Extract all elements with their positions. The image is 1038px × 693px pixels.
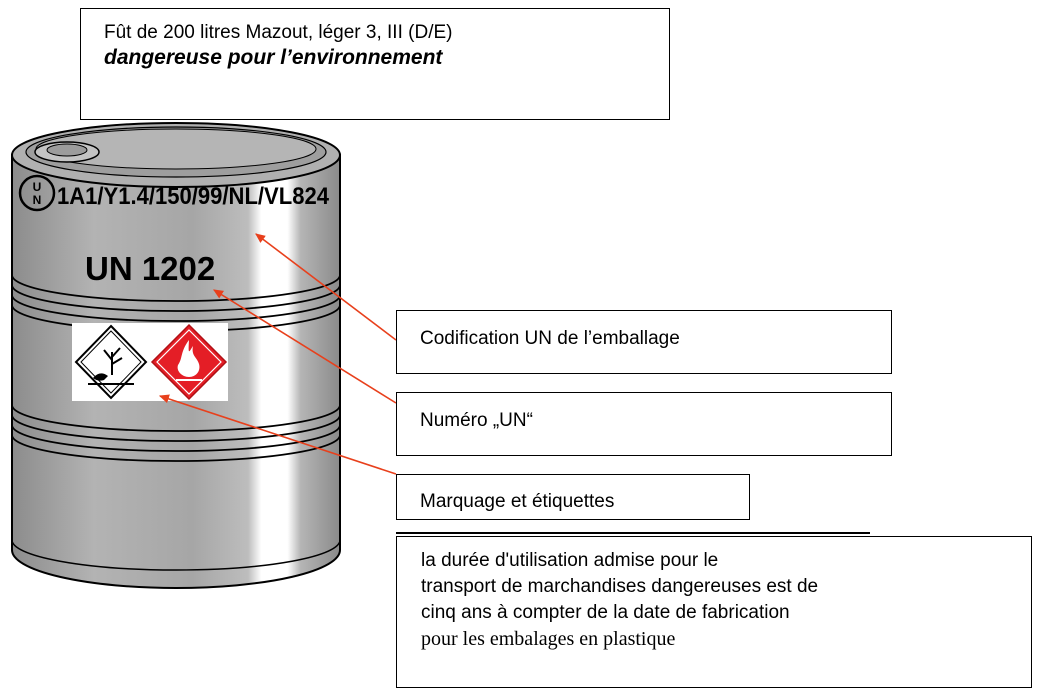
svg-text:U: U — [33, 180, 42, 194]
drum-hoop-lower — [11, 404, 341, 462]
drum-body — [11, 122, 341, 589]
arrow-codification — [255, 233, 397, 341]
flammable-liquid-icon — [150, 323, 228, 401]
callout-numero: Numéro „UN“ — [396, 392, 892, 456]
separator-line — [396, 532, 870, 534]
callout-duree: la durée d'utilisation admise pour le tr… — [396, 536, 1032, 688]
duree-line: pour les embalages en plastique — [421, 628, 676, 650]
callout-codification-text: Codification UN de l’emballage — [420, 328, 680, 349]
un-packaging-symbol-icon: U N — [18, 174, 56, 212]
un-number: UN 1202 — [85, 250, 215, 287]
callout-codification: Codification UN de l’emballage — [396, 310, 892, 374]
title-line-1: Fût de 200 litres Mazout, léger 3, III (… — [104, 22, 453, 43]
callout-marquage-text: Marquage et étiquettes — [420, 491, 615, 512]
title-box: Fût de 200 litres Mazout, léger 3, III (… — [80, 8, 670, 120]
title-line-2: dangereuse pour l’environnement — [104, 46, 443, 69]
duree-line: transport de marchandises dangereuses es… — [421, 576, 819, 597]
callout-marquage: Marquage et étiquettes — [396, 474, 750, 520]
svg-text:N: N — [33, 193, 42, 207]
environment-hazard-icon — [74, 324, 148, 400]
callout-numero-text: Numéro „UN“ — [420, 410, 533, 431]
callout-arrows — [158, 233, 397, 475]
arrow-numero — [213, 289, 397, 404]
duree-line: cinq ans à compter de la date de fabrica… — [421, 602, 790, 623]
arrow-marquage — [158, 394, 397, 475]
duree-line: la durée d'utilisation admise pour le — [421, 550, 719, 571]
packaging-code: 1A1/Y1.4/150/99/NL/VL824 — [57, 183, 330, 210]
